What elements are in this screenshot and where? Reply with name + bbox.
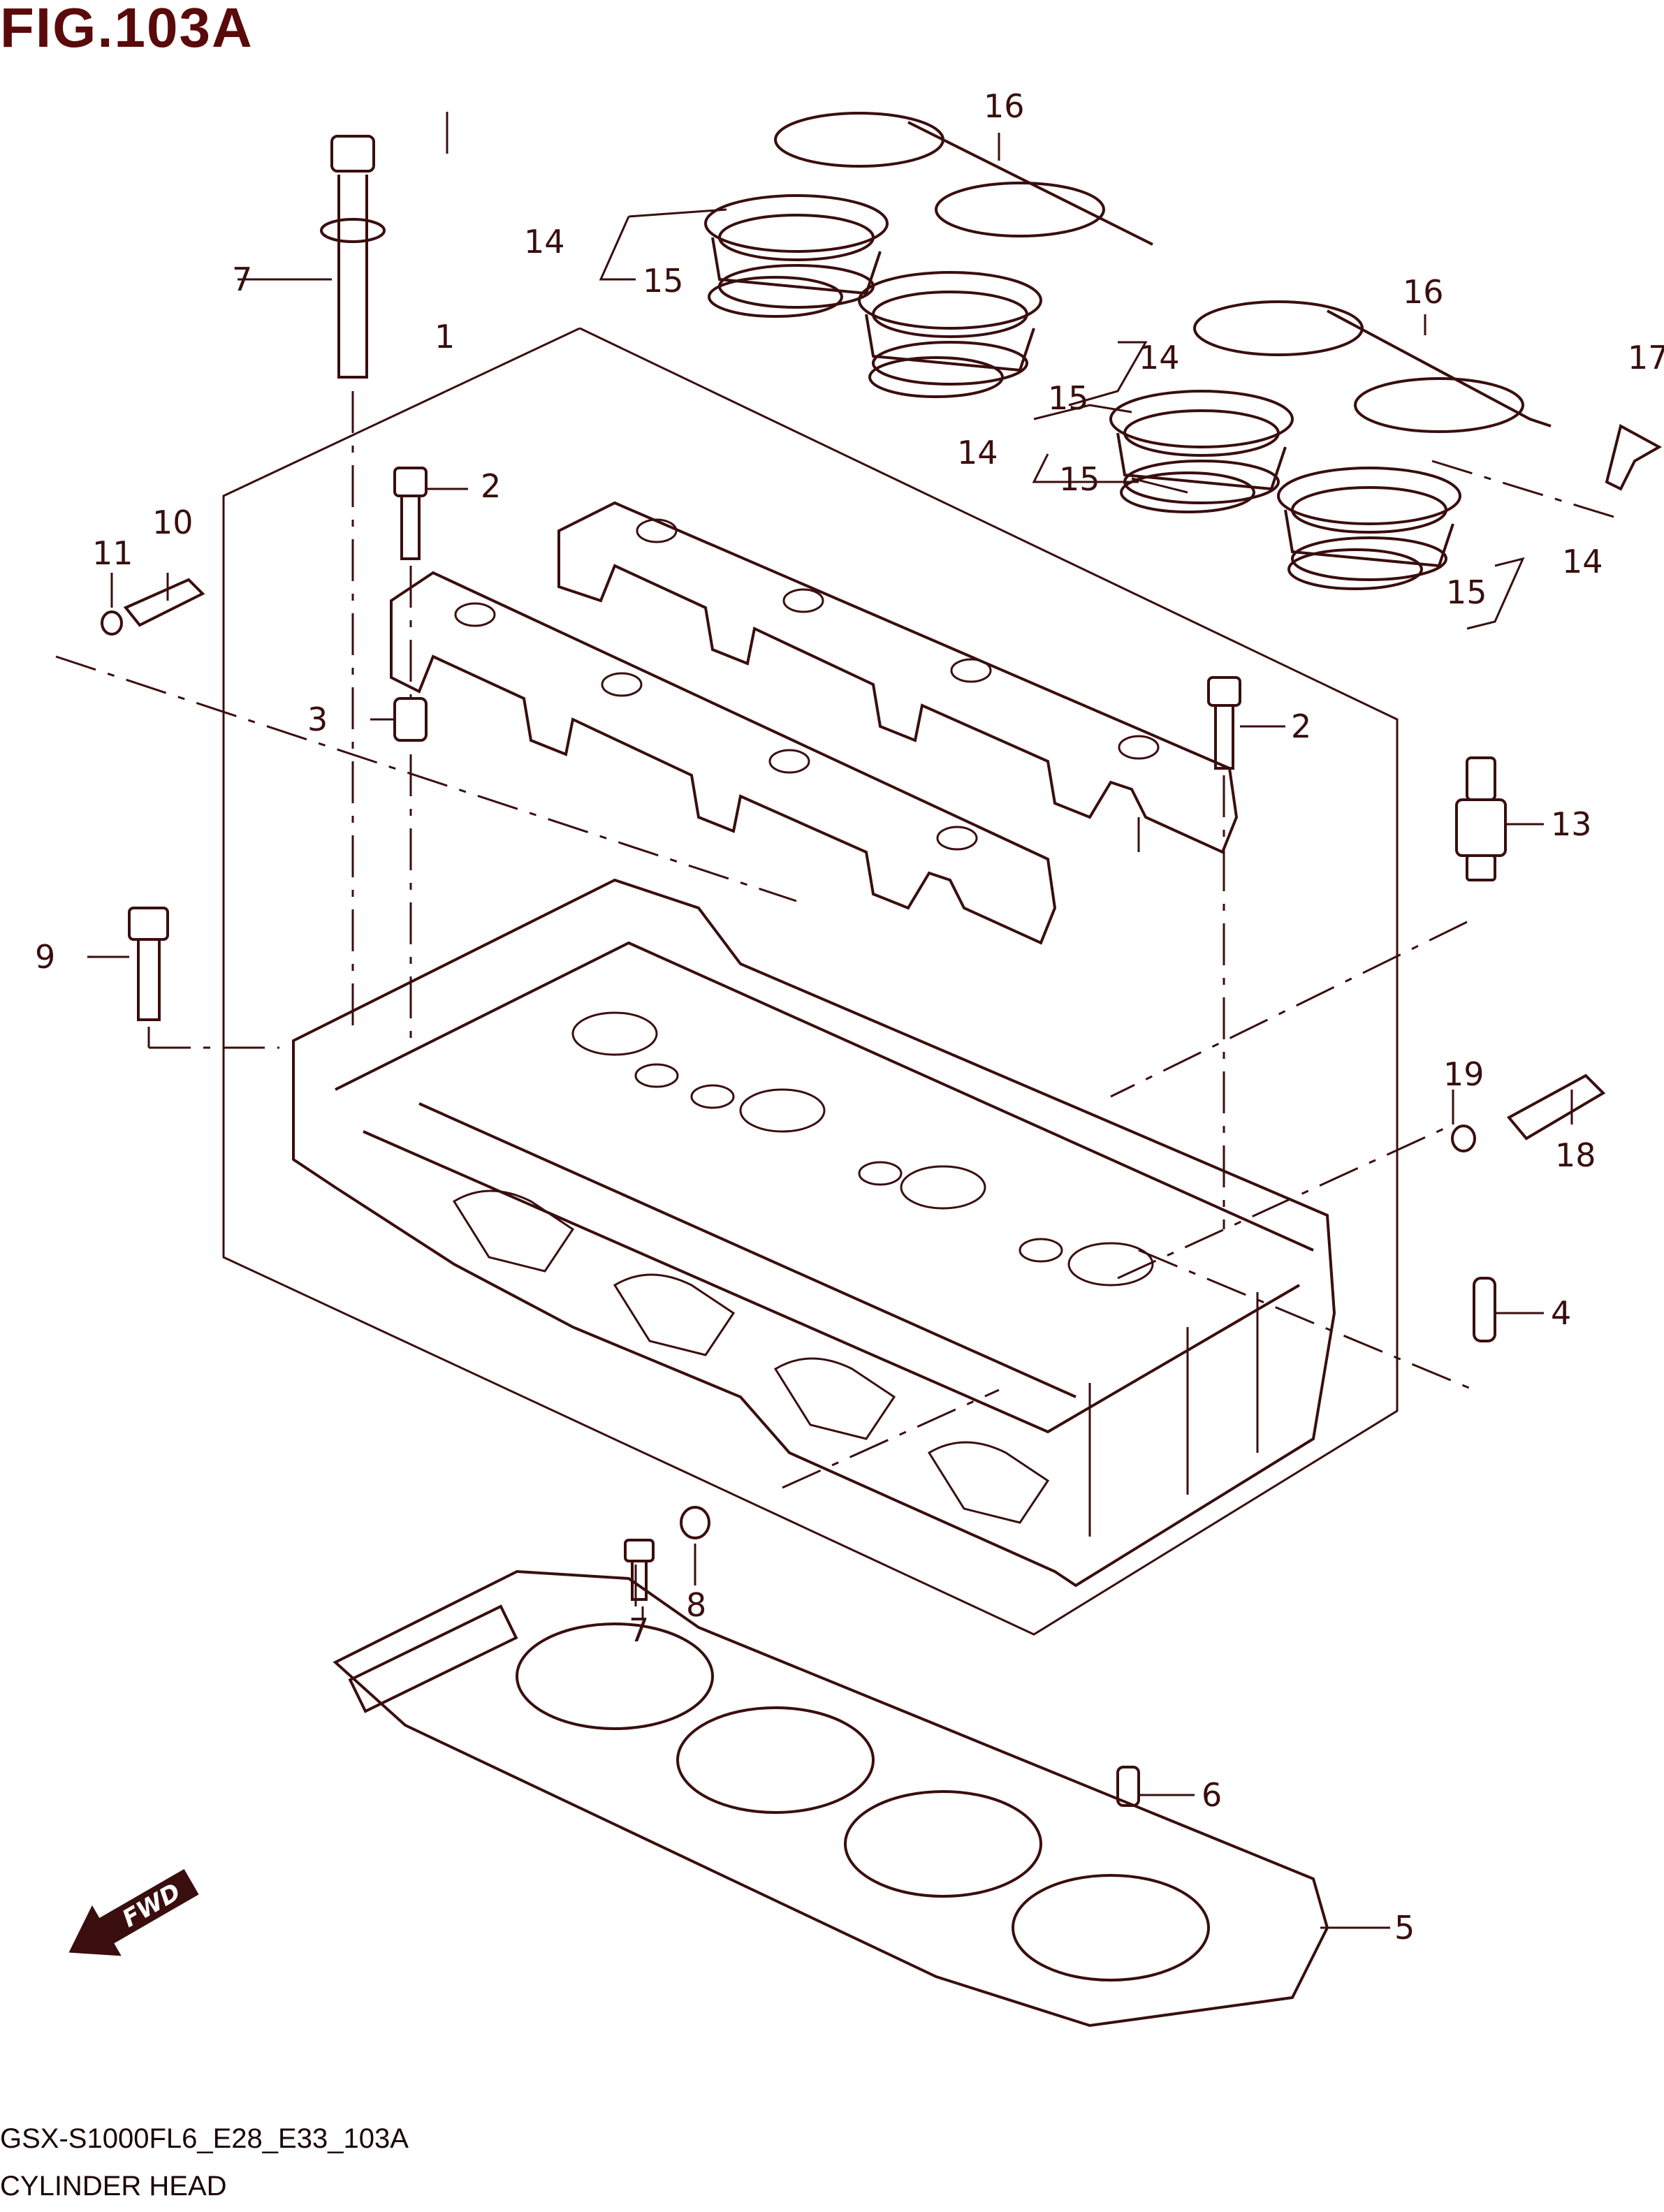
callout-10: 9 bbox=[35, 938, 55, 976]
callout-14-d: 14 bbox=[1562, 543, 1603, 580]
callout-15-a: 15 bbox=[643, 262, 684, 300]
callout-14-a: 14 bbox=[524, 223, 565, 261]
figure-name: CYLINDER HEAD bbox=[0, 2171, 227, 2202]
callout-2-left: 2 bbox=[481, 467, 501, 505]
bolt-2-right bbox=[1207, 676, 1241, 770]
callout-19: 19 bbox=[1443, 1055, 1484, 1093]
callout-16-mid: 16 bbox=[1403, 273, 1444, 311]
phantom-lines bbox=[55, 391, 1614, 1620]
washer-9 bbox=[680, 1506, 710, 1539]
callout-4: 4 bbox=[1551, 1294, 1571, 1332]
figure-title: FIG.103A bbox=[0, 0, 254, 59]
callout-8: 7 bbox=[629, 1611, 649, 1649]
callout-9: 8 bbox=[686, 1586, 706, 1624]
callout-11: 10 bbox=[152, 504, 194, 541]
callout-14-c: 14 bbox=[957, 434, 998, 471]
bolt-7 bbox=[320, 135, 386, 379]
callout-17: 17 bbox=[1628, 339, 1664, 376]
o-rings bbox=[708, 276, 1423, 590]
bolt-2-left bbox=[393, 467, 428, 560]
callout-16-top: 16 bbox=[984, 87, 1025, 125]
assembly-frame bbox=[222, 327, 1399, 1636]
callout-3: 3 bbox=[307, 701, 328, 738]
callout-12: 11 bbox=[92, 534, 133, 572]
fwd-label: FWD bbox=[117, 1878, 185, 1933]
callout-15-c: 15 bbox=[1059, 460, 1100, 498]
leader-lines bbox=[87, 112, 1573, 1929]
fwd-arrow-icon: FWD bbox=[68, 1868, 199, 1956]
callout-15-b: 15 bbox=[1048, 379, 1089, 417]
bolt-8 bbox=[624, 1539, 655, 1601]
bolt-10 bbox=[128, 907, 169, 1021]
callout-7: 7 bbox=[232, 261, 252, 298]
callout-6: 6 bbox=[1202, 1776, 1222, 1814]
dowel-6 bbox=[1116, 1766, 1140, 1807]
camshaft-holder-rear bbox=[557, 501, 1239, 854]
callout-labels: 16 14 15 7 1 16 14 15 17 14 15 2 10 11 1… bbox=[35, 87, 1664, 1947]
spark-plug-13 bbox=[1455, 756, 1507, 881]
cylinder-head bbox=[292, 878, 1336, 1588]
camshaft-holder-front bbox=[390, 571, 1057, 945]
figure-code: GSX-S1000FL6_E28_E33_103A bbox=[0, 2123, 409, 2154]
screw-17 bbox=[1605, 424, 1663, 491]
callout-18: 18 bbox=[1555, 1136, 1596, 1174]
gaskets-16 bbox=[774, 112, 1552, 433]
intake-pipes bbox=[704, 194, 1461, 581]
callout-1: 1 bbox=[435, 318, 455, 356]
callout-5: 5 bbox=[1394, 1909, 1415, 1947]
sensor-11 bbox=[101, 578, 205, 636]
pipe-4 bbox=[1473, 1277, 1496, 1342]
dowel-3 bbox=[393, 697, 428, 742]
callout-13: 13 bbox=[1551, 805, 1592, 843]
sensor-18 bbox=[1451, 1074, 1606, 1152]
head-gasket bbox=[333, 1569, 1329, 2028]
callout-2-right: 2 bbox=[1291, 708, 1311, 745]
callout-15-d: 15 bbox=[1446, 573, 1487, 611]
callout-14-b: 14 bbox=[1139, 339, 1180, 376]
